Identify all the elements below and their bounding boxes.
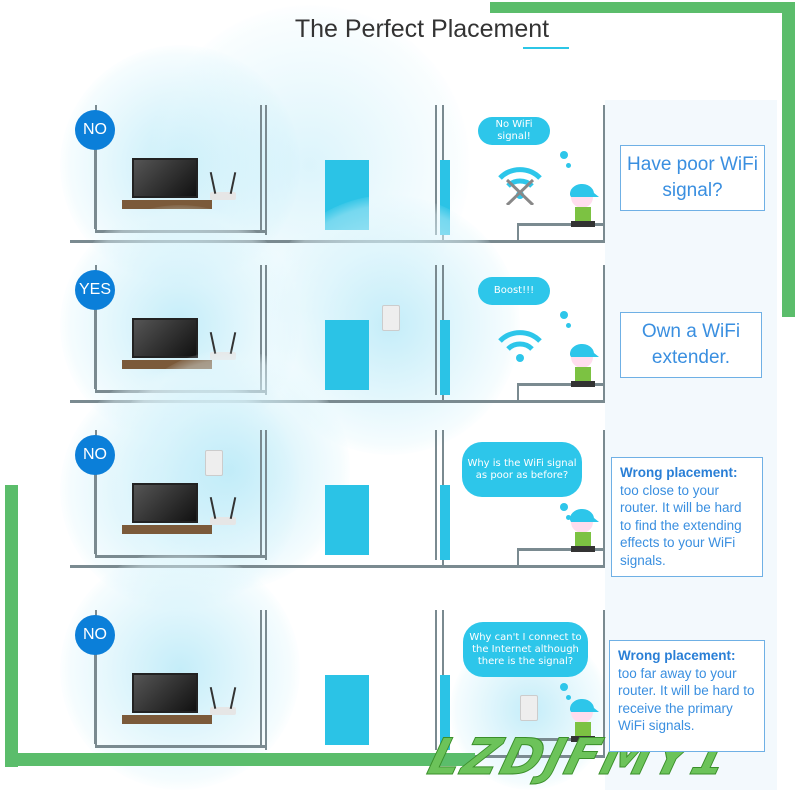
frame-top [490,2,795,13]
badge-pole [94,149,96,229]
floor [70,400,605,403]
shelf [122,200,212,209]
status-badge: YES [75,270,115,310]
kid-illustration [565,698,599,748]
wall [95,430,97,555]
bubble-dot [566,695,571,700]
page-title: The Perfect Placement [294,15,550,43]
wall [95,610,97,745]
wall [435,610,437,750]
wall [265,430,267,560]
floor [70,565,605,568]
wall [603,265,605,400]
wall [603,430,605,565]
kid-illustration [565,343,599,393]
router-icon [210,707,236,715]
bubble-dot [560,503,568,511]
status-badge: NO [75,110,115,150]
bubble-dot [566,515,571,520]
badge-pole [94,309,96,389]
wall [260,430,262,555]
bubble-dot [560,151,568,159]
wall [260,610,262,745]
extender-icon [382,305,400,331]
step [517,548,519,566]
wall [260,105,262,230]
wall [265,610,267,750]
wall [603,105,605,240]
caption-title: Wrong placement: [620,465,738,480]
status-badge: NO [75,435,115,475]
step [517,738,519,756]
wall [95,265,97,390]
shelf [122,360,212,369]
speech-bubble: Why can't I connect to the Internet alth… [463,622,588,677]
signal-glow [110,350,350,590]
tv-icon [132,158,198,198]
door-icon [440,320,450,395]
caption-box: Own a WiFi extender. [620,312,762,378]
extender-icon [520,695,538,721]
step [517,223,605,226]
door-icon [440,485,450,560]
door-icon [440,675,450,750]
bubble-dot [560,311,568,319]
badge-pole [94,474,96,554]
door-icon [325,675,369,745]
caption-text: too far away to your router. It will be … [618,665,755,734]
door-icon [440,160,450,235]
shelf [122,525,212,534]
step [517,383,519,401]
step [517,223,519,241]
wall [435,265,437,395]
router-icon [210,192,236,200]
title-underline [523,47,569,49]
bubble-dot [560,683,568,691]
wall [260,265,262,390]
caption-box: Wrong placement: too far away to your rou… [609,640,765,752]
step [517,738,605,741]
wifi-icon [495,323,545,368]
step [517,548,605,551]
frame-bottom [5,753,475,766]
floor [95,745,265,748]
extender-icon [205,450,223,476]
status-badge: NO [75,615,115,655]
frame-right [782,2,795,317]
wall [435,430,437,560]
caption-title: Wrong placement: [618,648,736,663]
frame-left [5,485,18,767]
shelf [122,715,212,724]
wall [265,265,267,395]
kid-illustration [565,508,599,558]
caption-box: Have poor WiFi signal? [620,145,765,211]
tv-icon [132,673,198,713]
wall [95,105,97,230]
caption-text: Own a WiFi extender. [641,321,741,368]
bubble-dot [566,323,571,328]
speech-bubble: Why is the WiFi signal as poor as before… [462,442,582,497]
step [517,383,605,386]
caption-box: Wrong placement: too close to your router… [611,457,763,577]
tv-icon [132,318,198,358]
badge-pole [94,654,96,744]
caption-text: Have poor WiFi signal? [627,154,758,201]
door-icon [325,485,369,555]
tv-icon [132,483,198,523]
wall [603,610,605,755]
speech-bubble: No WiFi signal! [478,117,550,145]
caption-text: too close to your router. It will be har… [620,482,742,568]
door-icon [325,320,369,390]
speech-bubble: Boost!!! [478,277,550,305]
scene-row: NO Why can't I connect to the Internet al… [60,550,610,790]
bubble-dot [566,163,571,168]
kid-illustration [565,183,599,233]
wall [435,105,437,235]
wifi-crossed-icon [495,160,545,207]
wall [265,105,267,235]
router-icon [210,517,236,525]
scene-row: NO Why is the WiFi signal as poor as befo… [60,350,610,610]
